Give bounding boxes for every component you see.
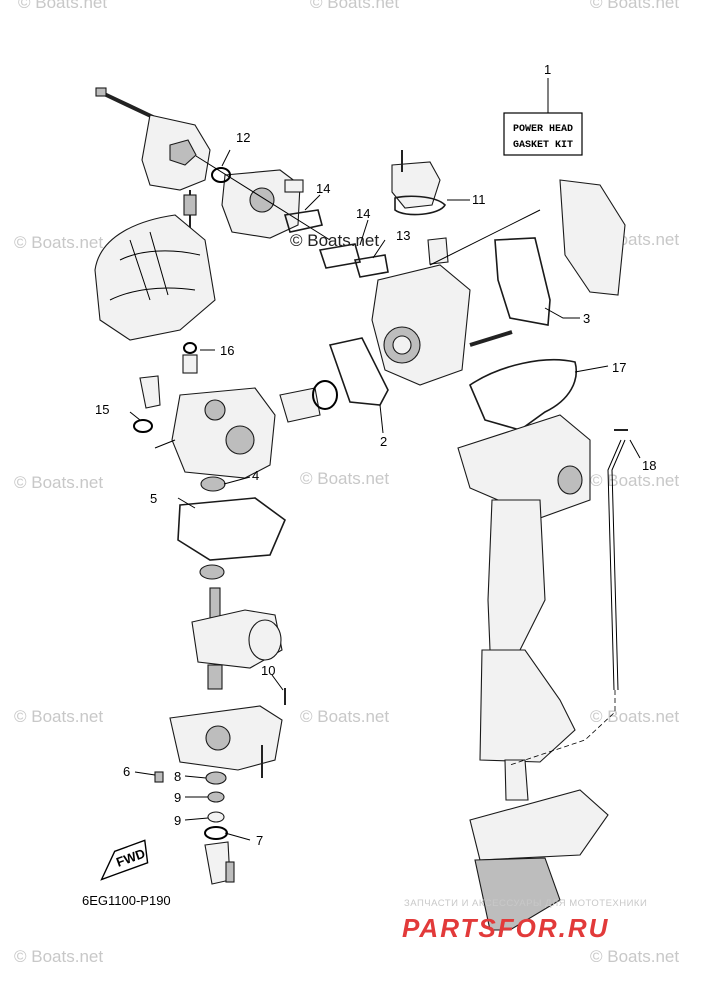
carburetor-assembly — [95, 87, 331, 250]
callout-13: 13 — [396, 228, 410, 243]
vendor-logo: ЗАПЧАСТИ И АКСЕССУАРЫ ДЛЯ МОТОТЕХНИКИ PA… — [402, 898, 647, 943]
callout-6: 6 — [123, 764, 130, 779]
exhaust-cover-gasket-3 — [494, 237, 551, 326]
callout-2: 2 — [380, 434, 387, 449]
watermark: © Boats.net — [590, 947, 679, 966]
crankshaft — [191, 587, 283, 690]
drive-shaft-housing — [457, 414, 609, 931]
gasket-11 — [394, 195, 446, 216]
watermark: © Boats.net — [14, 473, 103, 492]
callout-5: 5 — [150, 491, 157, 506]
lower-crankcase — [169, 688, 286, 778]
bolt-6 — [154, 771, 164, 783]
callout-7: 7 — [256, 833, 263, 848]
kit-box-line1: POWER HEAD — [513, 124, 573, 135]
watermark: © Boats.net — [14, 707, 103, 726]
o-ring-12 — [211, 167, 231, 183]
cylinder-gasket-2 — [328, 337, 389, 406]
thermostat — [427, 237, 449, 265]
callout-15: 15 — [95, 402, 109, 417]
base-gasket-17 — [469, 359, 577, 431]
oil-seal-4 — [200, 476, 226, 492]
exhaust-cover — [559, 179, 626, 296]
bearing-9a — [207, 791, 225, 803]
callout-9b: 9 — [174, 813, 181, 828]
fwd-arrow: FWD — [100, 839, 149, 881]
cylinder-block — [371, 264, 471, 386]
watermark: © Boats.net — [590, 707, 679, 726]
callout-14b: 14 — [356, 206, 370, 221]
gasket-14a — [283, 209, 323, 233]
engine-cover — [94, 214, 216, 341]
callout-16: 16 — [220, 343, 234, 358]
center-watermark: © Boats.net — [290, 231, 379, 250]
kit-box-line2: GASKET KIT — [513, 140, 573, 151]
callout-12: 12 — [236, 130, 250, 145]
watermark: © Boats.net — [310, 0, 399, 12]
gasket-kit-label: POWER HEAD GASKET KIT — [503, 78, 583, 156]
callout-4: 4 — [252, 468, 259, 483]
vendor-tagline: ЗАПЧАСТИ И АКСЕССУАРЫ ДЛЯ МОТОТЕХНИКИ — [404, 898, 647, 909]
callout-11: 11 — [472, 192, 486, 207]
callout-10: 10 — [261, 663, 275, 678]
watermark: © Boats.net — [300, 469, 389, 488]
bracket-16 — [182, 354, 198, 374]
gasket-13 — [353, 254, 389, 278]
o-ring-7 — [204, 826, 228, 840]
oil-plug — [139, 375, 161, 409]
watermark: © Boats.net — [590, 0, 679, 12]
gasket-14b — [318, 243, 362, 269]
watermark: © Boats.net — [14, 947, 103, 966]
part-code: 6EG1100-P190 — [82, 893, 171, 908]
callout-18: 18 — [642, 458, 656, 473]
water-tube-18 — [509, 429, 628, 766]
callout-9a: 9 — [174, 790, 181, 805]
callout-3: 3 — [583, 311, 590, 326]
crankcase-gasket-5 — [177, 497, 286, 561]
callout-leaders — [129, 149, 641, 841]
watermark: © Boats.net — [300, 707, 389, 726]
vendor-logo-text: PARTSFOR.RU — [402, 913, 609, 943]
bearing-9b — [207, 811, 225, 823]
watermark: © Boats.net — [18, 0, 107, 12]
watermark: © Boats.net — [14, 233, 103, 252]
watermark: © Boats.net — [590, 471, 679, 490]
callout-14a: 14 — [316, 181, 330, 196]
callout-8: 8 — [174, 769, 181, 784]
o-ring-15 — [133, 419, 153, 433]
callouts: 1 2 3 4 5 6 7 8 9 9 10 11 12 13 14 14 15… — [95, 62, 656, 848]
kit-box — [503, 112, 583, 156]
oil-seal-8 — [205, 771, 227, 785]
exhaust-collar — [279, 387, 321, 423]
crankcase — [171, 380, 338, 479]
callout-1: 1 — [544, 62, 551, 77]
callout-17: 17 — [612, 360, 626, 375]
cylinder-head — [371, 150, 513, 386]
